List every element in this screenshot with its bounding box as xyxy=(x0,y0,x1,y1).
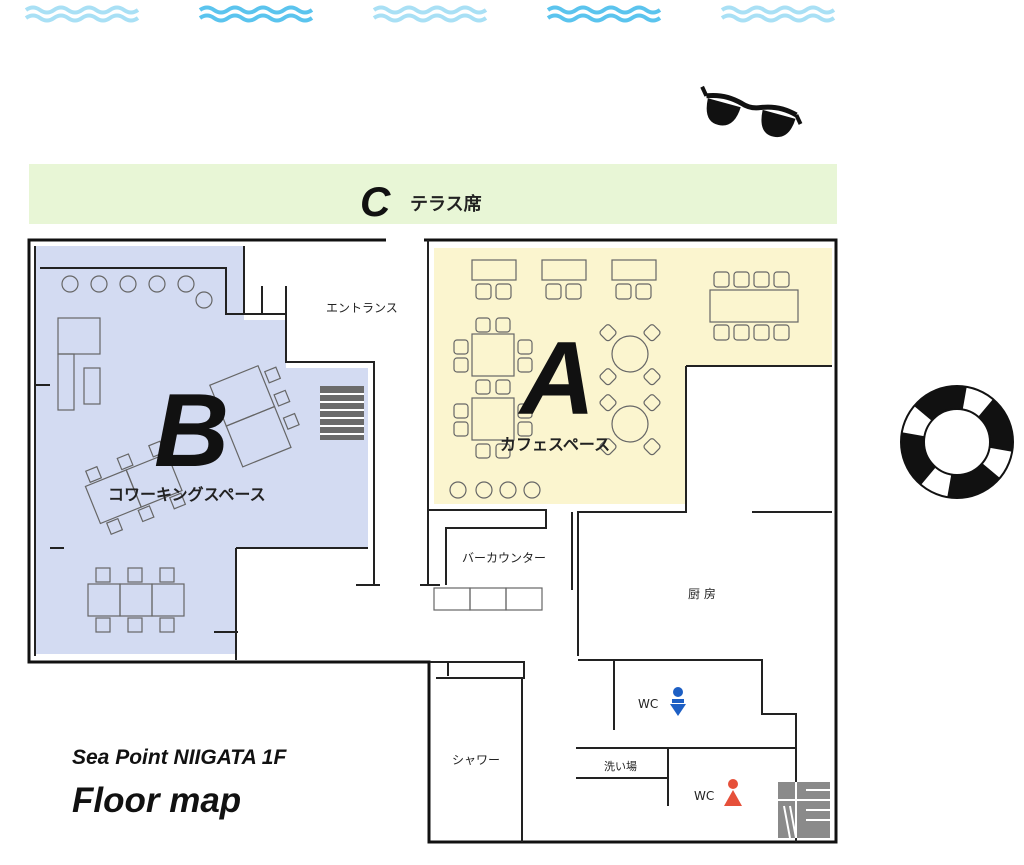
wave-icon xyxy=(372,5,488,23)
life-ring-icon xyxy=(900,385,1014,499)
room-bar-counter-label: バーカウンター xyxy=(462,551,546,565)
room-shower-label: シャワー xyxy=(452,753,500,767)
zone-b-label: コワーキングスペース xyxy=(108,485,266,504)
zone-c-letter: C xyxy=(360,178,391,225)
zone-b-area xyxy=(35,246,368,654)
zone-a-letter: A xyxy=(517,321,595,437)
room-washroom-label: 洗い場 xyxy=(604,760,637,773)
room-wc-women-label: WC xyxy=(694,789,714,803)
wave-icon xyxy=(546,5,662,23)
room-kitchen-label: 厨 房 xyxy=(688,586,716,601)
zone-a-area xyxy=(434,248,832,504)
cafe-furniture xyxy=(449,259,799,499)
zone-a-label: カフェスペース xyxy=(500,435,610,454)
bar-stools xyxy=(433,587,543,611)
zone-c-area xyxy=(29,164,837,224)
wave-icon xyxy=(720,5,836,23)
coworking-furniture xyxy=(57,275,300,633)
waves xyxy=(24,5,836,23)
wave-icon xyxy=(198,5,314,23)
male-restroom-icon xyxy=(670,687,686,716)
room-wc-men-label: WC xyxy=(638,697,658,711)
zone-c-label: テラス席 xyxy=(410,193,482,215)
sunglasses-icon xyxy=(700,85,803,138)
zone-b-letter: B xyxy=(154,373,229,489)
room-entrance-label: エントランス xyxy=(326,301,398,315)
walls xyxy=(27,238,838,844)
stairs-icon xyxy=(778,782,830,839)
wave-icon xyxy=(24,5,140,23)
female-restroom-icon xyxy=(724,779,742,806)
map-title: Floor map xyxy=(72,781,241,820)
stairs-icon xyxy=(320,386,364,440)
map-subtitle: Sea Point NIIGATA 1F xyxy=(72,746,287,769)
